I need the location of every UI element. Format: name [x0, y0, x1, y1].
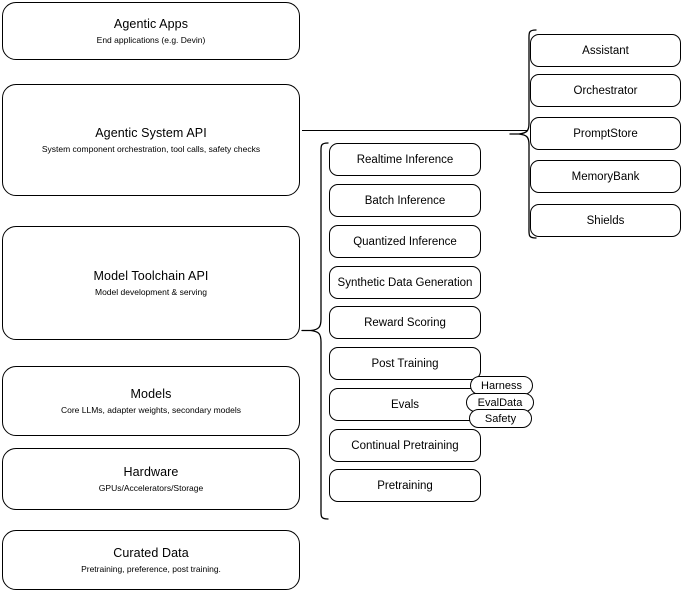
chip-label: Shields: [586, 214, 625, 227]
chip-label: Assistant: [582, 44, 629, 57]
toolchain-reward-scoring[interactable]: Reward Scoring: [329, 306, 481, 339]
chip-label: Orchestrator: [573, 84, 638, 97]
connector-brace-system-components: [509, 26, 540, 246]
layer-subtitle: System component orchestration, tool cal…: [41, 143, 261, 154]
eval-pill-safety[interactable]: Safety: [469, 409, 532, 428]
layer-title: Agentic Apps: [113, 16, 189, 31]
stack-layer-agentic-system-api[interactable]: Agentic System API System component orch…: [2, 84, 300, 196]
layer-subtitle: GPUs/Accelerators/Storage: [98, 482, 204, 493]
toolchain-pretraining[interactable]: Pretraining: [329, 469, 481, 502]
layer-title: Hardware: [123, 464, 179, 479]
layer-title: Model Toolchain API: [93, 268, 209, 283]
chip-label: Batch Inference: [364, 194, 446, 207]
chip-label: Continual Pretraining: [351, 439, 459, 452]
chip-label: Synthetic Data Generation: [337, 276, 473, 289]
stack-layer-agentic-apps[interactable]: Agentic Apps End applications (e.g. Devi…: [2, 2, 300, 60]
layer-title: Agentic System API: [95, 125, 207, 140]
connector-line-system-api: [302, 130, 528, 131]
system-component-memorybank[interactable]: MemoryBank: [530, 160, 681, 193]
chip-label: Post Training: [371, 357, 439, 370]
toolchain-post-training[interactable]: Post Training: [329, 347, 481, 380]
pill-label: EvalData: [477, 396, 523, 409]
layer-subtitle: Model development & serving: [95, 286, 207, 297]
system-component-assistant[interactable]: Assistant: [530, 34, 681, 67]
pill-label: Safety: [484, 412, 517, 425]
system-component-orchestrator[interactable]: Orchestrator: [530, 74, 681, 107]
system-component-promptstore[interactable]: PromptStore: [530, 117, 681, 150]
stack-layer-hardware[interactable]: Hardware GPUs/Accelerators/Storage: [2, 448, 300, 510]
chip-label: Realtime Inference: [356, 153, 454, 166]
connector-brace-toolchain: [300, 138, 330, 524]
chip-label: Pretraining: [377, 479, 433, 492]
layer-title: Models: [130, 386, 172, 401]
toolchain-batch-inference[interactable]: Batch Inference: [329, 184, 481, 217]
stack-layer-model-toolchain-api[interactable]: Model Toolchain API Model development & …: [2, 226, 300, 340]
chip-label: MemoryBank: [571, 170, 640, 183]
layer-title: Curated Data: [113, 545, 189, 560]
stack-layer-models[interactable]: Models Core LLMs, adapter weights, secon…: [2, 366, 300, 436]
toolchain-quantized-inference[interactable]: Quantized Inference: [329, 225, 481, 258]
chip-label: Reward Scoring: [364, 316, 446, 329]
stack-layer-curated-data[interactable]: Curated Data Pretraining, preference, po…: [2, 530, 300, 590]
toolchain-evals[interactable]: Evals: [329, 388, 481, 421]
toolchain-synthetic-data-generation[interactable]: Synthetic Data Generation: [329, 266, 481, 299]
chip-label: Evals: [390, 398, 420, 411]
layer-subtitle: Core LLMs, adapter weights, secondary mo…: [60, 404, 241, 415]
toolchain-realtime-inference[interactable]: Realtime Inference: [329, 143, 481, 176]
chip-label: PromptStore: [573, 127, 638, 140]
pill-label: Harness: [481, 379, 522, 392]
chip-label: Quantized Inference: [353, 235, 457, 248]
eval-pill-evaldata[interactable]: EvalData: [466, 393, 534, 412]
system-component-shields[interactable]: Shields: [530, 204, 681, 237]
toolchain-continual-pretraining[interactable]: Continual Pretraining: [329, 429, 481, 462]
layer-subtitle: End applications (e.g. Devin): [96, 34, 206, 45]
layer-subtitle: Pretraining, preference, post training.: [81, 563, 221, 574]
